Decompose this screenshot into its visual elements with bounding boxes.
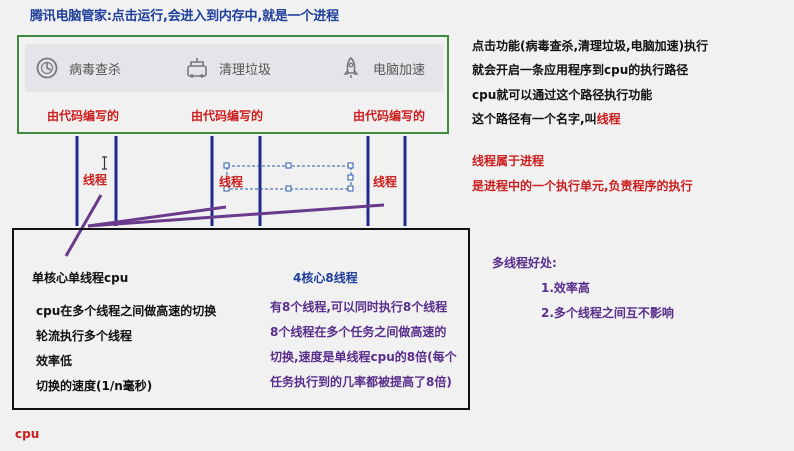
selection-handle (285, 162, 292, 169)
purple-arrow-3 (87, 203, 385, 228)
thread-label-2: 线程 (219, 175, 244, 189)
toolbar-label-antivirus: 病毒查杀 (69, 62, 122, 78)
rocket-icon (343, 56, 359, 78)
cpu-box (12, 228, 470, 410)
note-line-1: 点击功能(病毒查杀,清理垃圾,电脑加速)执行 (472, 39, 709, 53)
single-core-line-1: cpu在多个线程之间做高速的切换 (36, 304, 217, 318)
purple-arrow-1 (64, 194, 103, 257)
multi-core-line-3: 切换,速度是单线程cpu的8倍(每个 (270, 350, 457, 364)
single-core-line-4: 切换的速度(1/n毫秒) (36, 379, 153, 393)
multi-core-heading: 4核心8线程 (293, 271, 358, 285)
selection-handle (347, 185, 354, 192)
cpu-label: cpu (15, 427, 40, 441)
toolbar-item-speedup[interactable]: 电脑加速 (339, 44, 425, 92)
toolbar-label-cleanup: 清理垃圾 (219, 62, 272, 78)
single-core-line-3: 效率低 (36, 354, 73, 368)
code-label-1: 由代码编写的 (47, 109, 120, 123)
cleanup-icon (187, 58, 207, 78)
process-box (17, 35, 449, 134)
purple-arrow-2 (87, 205, 227, 228)
multi-core-line-4: 任务执行到的几率都被提高了8倍) (270, 375, 452, 389)
note-line-2: 就会开启一条应用程序到cpu的执行路径 (472, 63, 689, 77)
selection-handle (223, 185, 230, 192)
toolbar-item-antivirus[interactable]: 病毒查杀 (35, 44, 121, 92)
multi-core-line-2: 8个线程在多个任务之间做高速的 (270, 325, 447, 339)
benefit-item-1: 1.效率高 (541, 281, 590, 295)
multi-core-line-1: 有8个线程,可以同时执行8个线程 (270, 300, 448, 314)
text-cursor-icon (102, 156, 107, 170)
toolbar-item-cleanup[interactable]: 清理垃圾 (185, 44, 271, 92)
benefits-heading: 多线程好处: (492, 256, 557, 270)
note-unit: 是进程中的一个执行单元,负责程序的执行 (472, 179, 693, 193)
app-toolbar: 病毒查杀 清理垃圾 电脑加速 (25, 44, 443, 92)
note-line-3: cpu就可以通过这个路径执行功能 (472, 88, 653, 102)
antivirus-icon (36, 57, 58, 79)
note-line-4-prefix: 这个路径有一个名字,叫 (472, 112, 597, 126)
selection-handle (347, 174, 354, 181)
note-thread-highlight: 线程 (596, 112, 621, 126)
slide-title: 腾讯电脑管家:点击运行,会进入到内存中,就是一个进程 (30, 9, 339, 24)
selection-handle (347, 162, 354, 169)
thread-label-3: 线程 (373, 175, 398, 189)
thread-label-1: 线程 (83, 173, 108, 187)
code-label-2: 由代码编写的 (191, 109, 264, 123)
toolbar-label-speedup: 电脑加速 (373, 62, 426, 78)
code-label-3: 由代码编写的 (353, 109, 426, 123)
note-line-4: 这个路径有一个名字,叫线程 (472, 110, 621, 127)
single-core-line-2: 轮流执行多个线程 (36, 329, 133, 343)
selection-handle (223, 162, 230, 169)
note-belongs: 线程属于进程 (472, 154, 545, 168)
single-core-heading: 单核心单线程cpu (32, 271, 129, 285)
selection-handle (285, 185, 292, 192)
benefit-item-2: 2.多个线程之间互不影响 (541, 306, 674, 320)
